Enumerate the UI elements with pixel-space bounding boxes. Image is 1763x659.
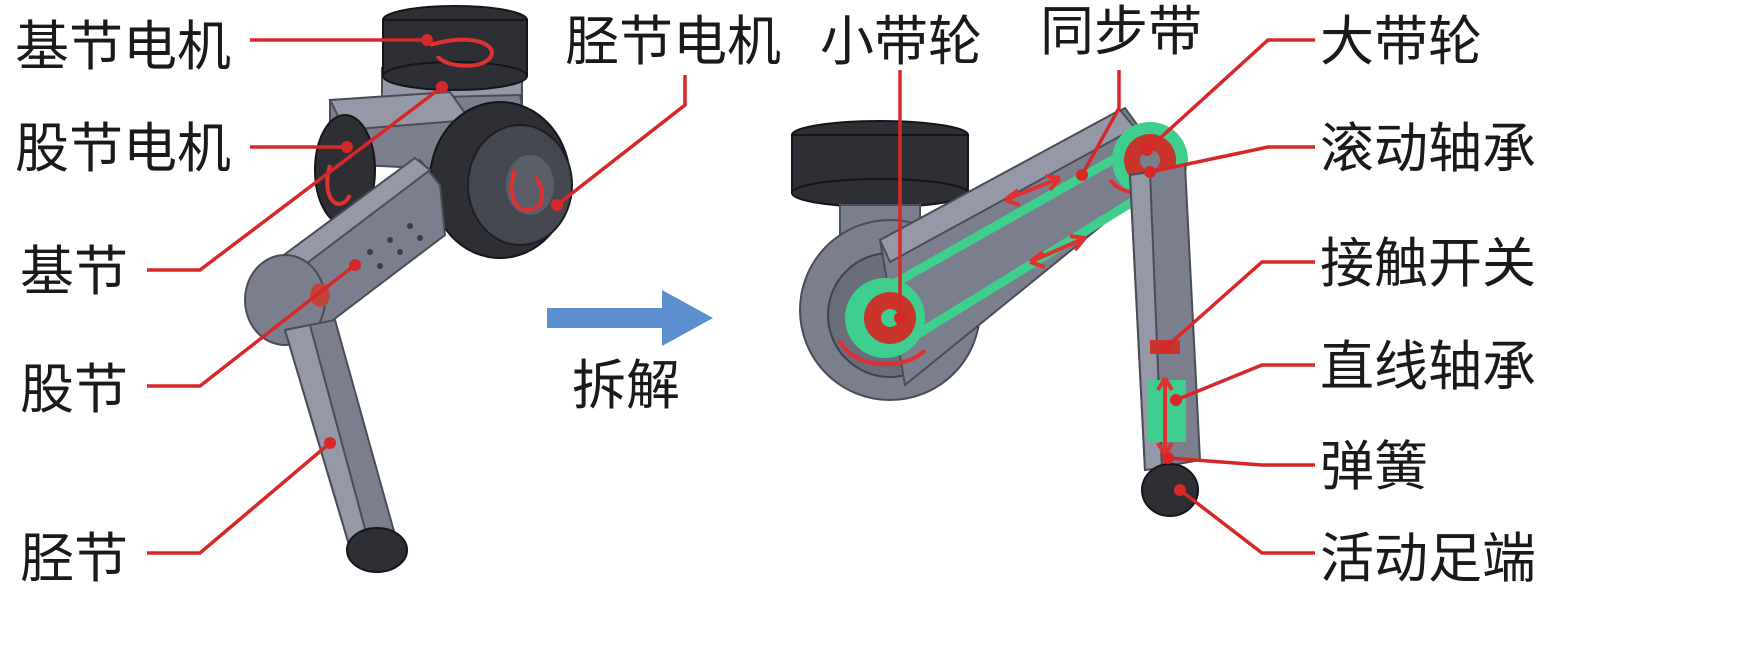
exploded-leg-illustration — [791, 106, 1202, 517]
femur-segment-part — [244, 156, 447, 347]
contact-switch-label: 接触开关 — [1320, 232, 1536, 295]
femur-label: 股节 — [20, 358, 128, 421]
disassemble-arrow — [547, 290, 713, 346]
base-label: 基节 — [20, 240, 128, 303]
small-pulley-label: 小带轮 — [820, 10, 982, 73]
femur-motor-label: 股节电机 — [15, 117, 231, 180]
tibia-motor-part — [429, 101, 573, 259]
large-pulley-label: 大带轮 — [1320, 10, 1482, 73]
linear-bearing-label: 直线轴承 — [1320, 335, 1536, 398]
femur-housing-part — [799, 106, 1188, 401]
exploded-tibia-part — [1128, 163, 1202, 517]
base-motor-part — [381, 5, 528, 109]
rolling-bearing-label: 滚动轴承 — [1320, 117, 1536, 180]
timing-belt-label: 同步带 — [1040, 0, 1202, 63]
leader-lines — [147, 34, 1315, 555]
active-foot-label: 活动足端 — [1320, 527, 1536, 590]
tibia-segment-part — [283, 318, 408, 573]
tibia-label: 胫节 — [20, 527, 128, 590]
spring-label: 弹簧 — [1320, 435, 1428, 498]
assembled-leg-illustration — [244, 5, 573, 573]
disassemble-label: 拆解 — [572, 354, 680, 417]
exploded-base-motor-part — [791, 120, 969, 241]
base-motor-label: 基节电机 — [15, 15, 231, 78]
tibia-motor-label: 胫节电机 — [565, 10, 781, 73]
